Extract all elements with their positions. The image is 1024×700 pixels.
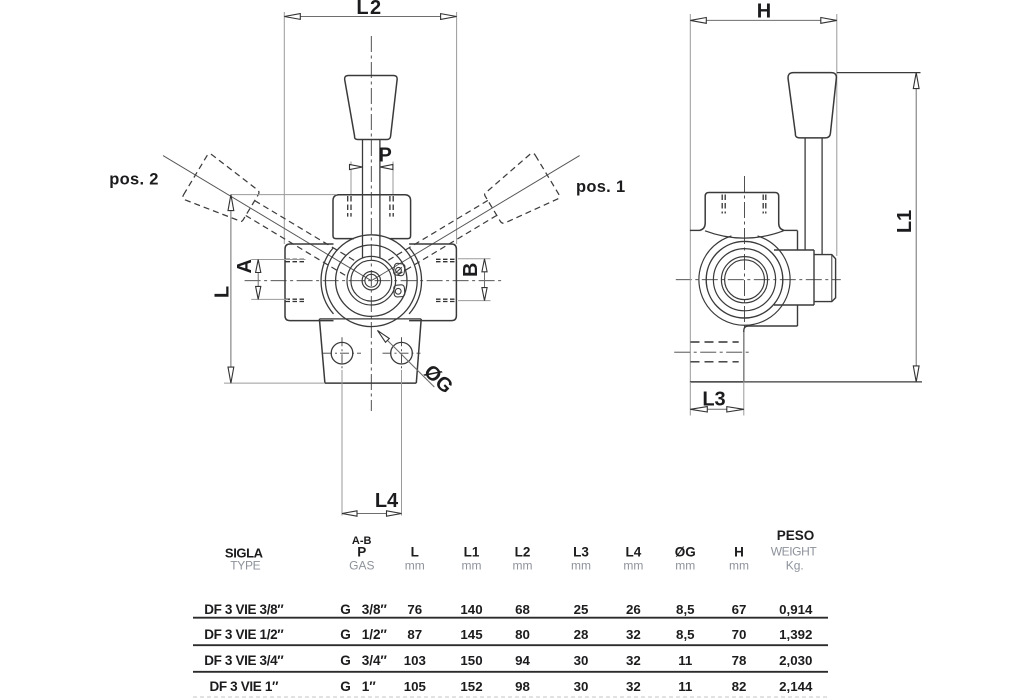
svg-text:145: 145 [460, 627, 483, 642]
svg-text:L4: L4 [626, 545, 642, 560]
svg-text:GAS: GAS [349, 558, 374, 572]
svg-text:WEIGHT: WEIGHT [771, 544, 818, 558]
svg-text:67: 67 [732, 602, 747, 617]
svg-text:L1: L1 [894, 210, 916, 233]
svg-text:A: A [234, 259, 256, 273]
svg-text:30: 30 [574, 679, 589, 694]
svg-text:87: 87 [407, 627, 422, 642]
svg-text:ØG: ØG [675, 545, 696, 560]
svg-text:0,914: 0,914 [779, 602, 813, 617]
svg-text:mm: mm [729, 558, 749, 572]
svg-text:140: 140 [460, 602, 482, 617]
svg-text:8,5: 8,5 [676, 602, 695, 617]
svg-text:76: 76 [407, 602, 422, 617]
svg-text:2,144: 2,144 [779, 679, 813, 694]
svg-text:G 1/2″: G 1/2″ [340, 627, 387, 642]
svg-text:78: 78 [732, 653, 747, 668]
svg-text:8,5: 8,5 [676, 627, 695, 642]
svg-text:26: 26 [626, 602, 641, 617]
svg-text:82: 82 [732, 679, 747, 694]
svg-text:80: 80 [515, 627, 530, 642]
svg-text:P: P [379, 145, 392, 167]
svg-text:105: 105 [404, 679, 427, 694]
svg-text:mm: mm [675, 558, 695, 572]
svg-text:L: L [212, 286, 234, 298]
svg-text:mm: mm [405, 558, 425, 572]
svg-text:68: 68 [515, 602, 530, 617]
svg-text:DF 3 VIE 3/4″: DF 3 VIE 3/4″ [204, 653, 284, 668]
svg-text:Kg.: Kg. [786, 559, 804, 573]
svg-text:98: 98 [515, 679, 530, 694]
svg-text:152: 152 [460, 679, 482, 694]
svg-text:25: 25 [574, 602, 589, 617]
svg-text:H: H [757, 0, 771, 22]
svg-text:H: H [734, 545, 744, 560]
svg-text:32: 32 [626, 679, 641, 694]
svg-text:11: 11 [678, 653, 693, 668]
svg-text:32: 32 [626, 627, 641, 642]
svg-text:DF 3 VIE 1″: DF 3 VIE 1″ [209, 679, 279, 694]
svg-text:DF 3 VIE 3/8″: DF 3 VIE 3/8″ [204, 602, 284, 617]
svg-text:TYPE: TYPE [230, 558, 260, 572]
svg-text:G 3/4″: G 3/4″ [340, 653, 387, 668]
svg-text:70: 70 [732, 627, 747, 642]
svg-text:P: P [357, 545, 366, 560]
svg-text:A-B: A-B [352, 535, 372, 547]
svg-text:L4: L4 [375, 490, 399, 512]
svg-text:B: B [460, 263, 482, 277]
svg-text:28: 28 [574, 627, 589, 642]
svg-text:11: 11 [678, 679, 693, 694]
svg-text:mm: mm [462, 558, 482, 572]
svg-text:SIGLA: SIGLA [225, 545, 264, 560]
svg-text:mm: mm [623, 558, 643, 572]
svg-text:150: 150 [460, 653, 482, 668]
svg-text:94: 94 [515, 653, 530, 668]
svg-text:L3: L3 [702, 389, 725, 411]
svg-text:G 3/8″: G 3/8″ [340, 602, 387, 617]
svg-text:mm: mm [571, 558, 591, 572]
svg-text:DF 3 VIE 1/2″: DF 3 VIE 1/2″ [204, 627, 284, 642]
svg-text:pos. 2: pos. 2 [109, 171, 158, 189]
svg-text:L2: L2 [356, 0, 382, 19]
svg-text:1,392: 1,392 [779, 627, 812, 642]
svg-text:PESO: PESO [777, 528, 815, 543]
svg-text:L1: L1 [464, 545, 480, 560]
svg-text:2,030: 2,030 [779, 653, 812, 668]
svg-text:pos. 1: pos. 1 [576, 178, 625, 196]
svg-text:L2: L2 [515, 545, 531, 560]
svg-text:L3: L3 [573, 545, 589, 560]
svg-text:30: 30 [574, 653, 589, 668]
svg-text:G 1″: G 1″ [340, 679, 376, 694]
svg-text:103: 103 [404, 653, 426, 668]
svg-text:32: 32 [626, 653, 641, 668]
svg-text:L: L [411, 545, 419, 560]
svg-text:mm: mm [513, 558, 533, 572]
